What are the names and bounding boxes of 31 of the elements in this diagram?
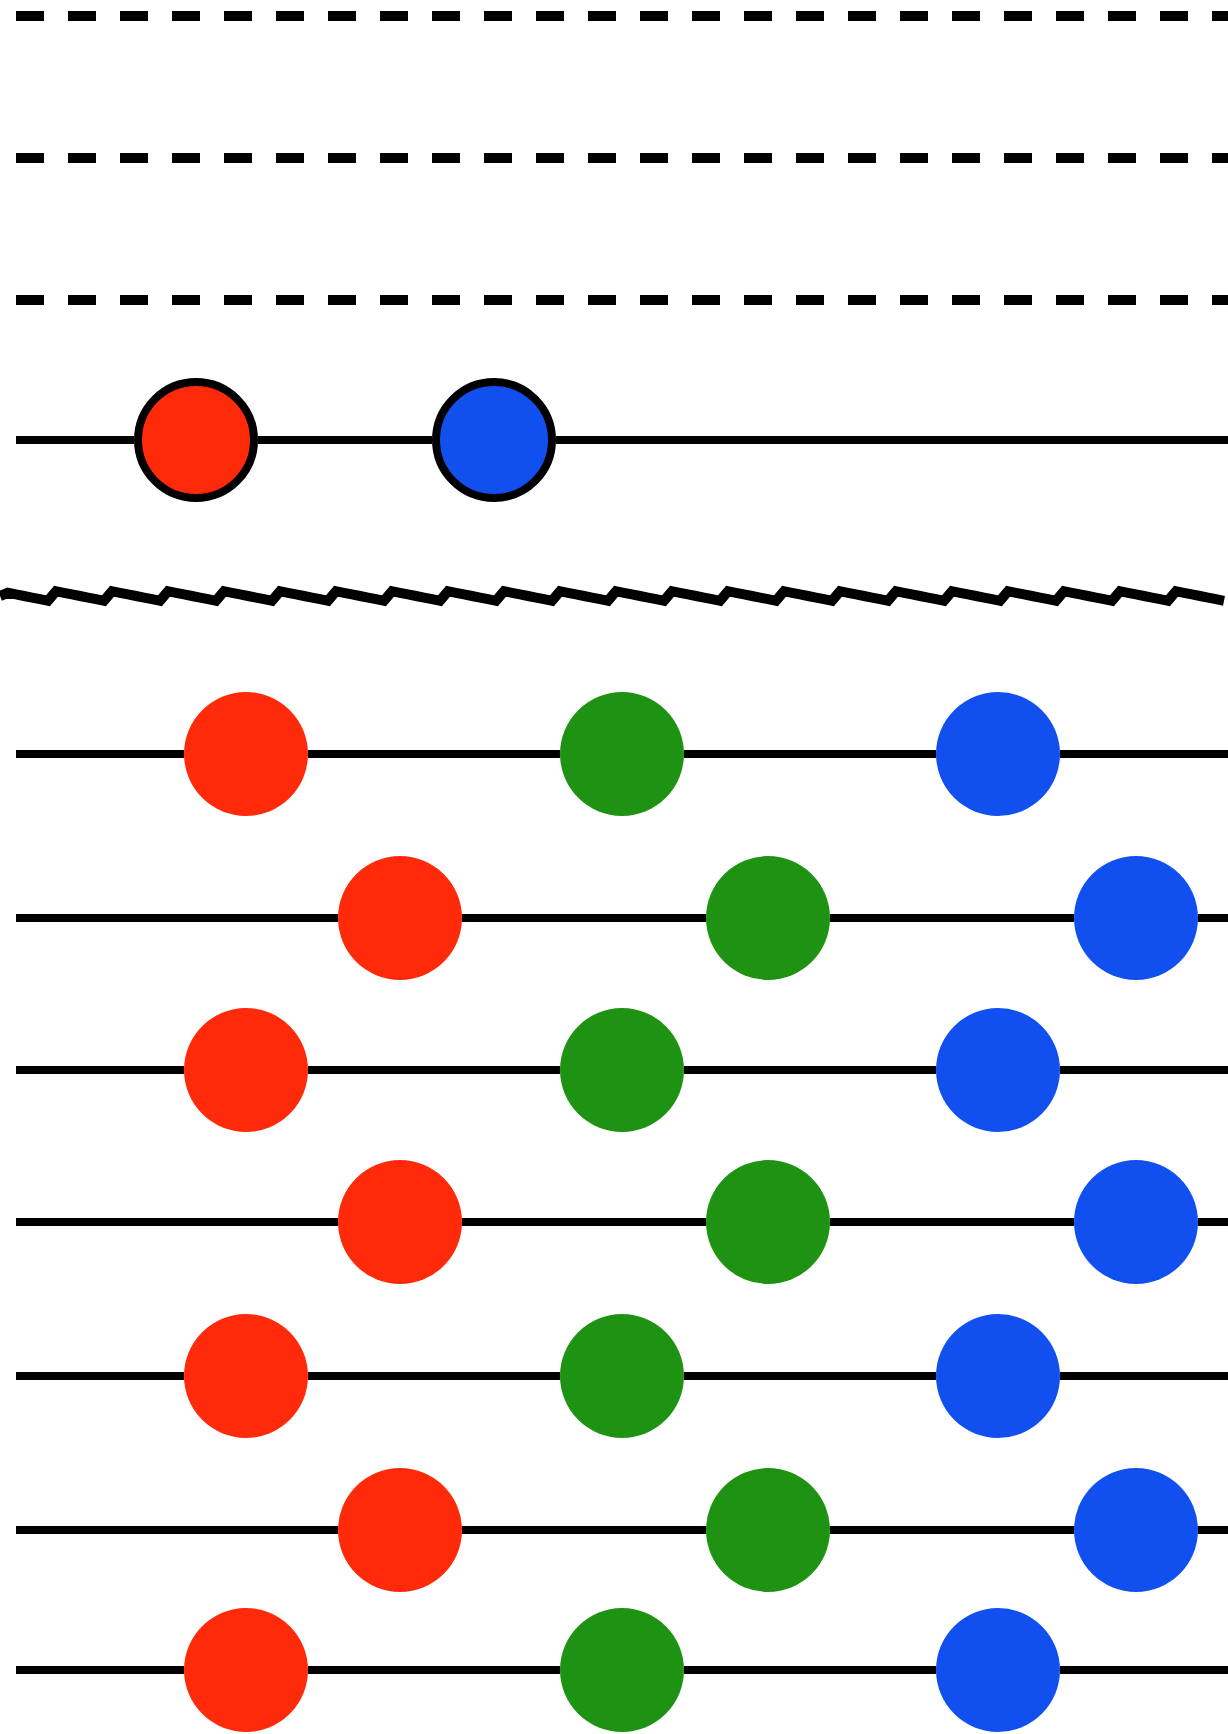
connector-line bbox=[684, 1066, 936, 1074]
connector-line bbox=[308, 750, 560, 758]
connector-line bbox=[462, 914, 706, 922]
connector-line bbox=[1060, 750, 1228, 758]
connector-line bbox=[308, 1666, 560, 1674]
connector-line bbox=[830, 914, 1074, 922]
connector-line bbox=[1060, 1066, 1228, 1074]
connector-line bbox=[16, 1526, 338, 1534]
connector-line bbox=[684, 1666, 936, 1674]
connector-line bbox=[16, 1066, 184, 1074]
connector-line bbox=[830, 1218, 1074, 1226]
connector-line bbox=[830, 1526, 1074, 1534]
connector-line bbox=[16, 750, 184, 758]
connector-line bbox=[462, 1218, 706, 1226]
connector-line bbox=[462, 1526, 706, 1534]
connector-line bbox=[16, 436, 134, 444]
connector-line bbox=[308, 1372, 560, 1380]
connector-line bbox=[16, 914, 338, 922]
connector-line bbox=[1060, 1666, 1228, 1674]
connector-line bbox=[684, 750, 936, 758]
connector-line bbox=[1060, 1372, 1228, 1380]
connector-line bbox=[16, 1218, 338, 1226]
connector-line bbox=[684, 1372, 936, 1380]
connector-line bbox=[258, 436, 432, 444]
connector-line bbox=[1198, 914, 1228, 922]
connector-line bbox=[556, 436, 1228, 444]
connector-line bbox=[308, 1066, 560, 1074]
connector-line bbox=[16, 1372, 184, 1380]
connector-line bbox=[1198, 1218, 1228, 1226]
connector-line bbox=[1198, 1526, 1228, 1534]
connector-line bbox=[16, 1666, 184, 1674]
